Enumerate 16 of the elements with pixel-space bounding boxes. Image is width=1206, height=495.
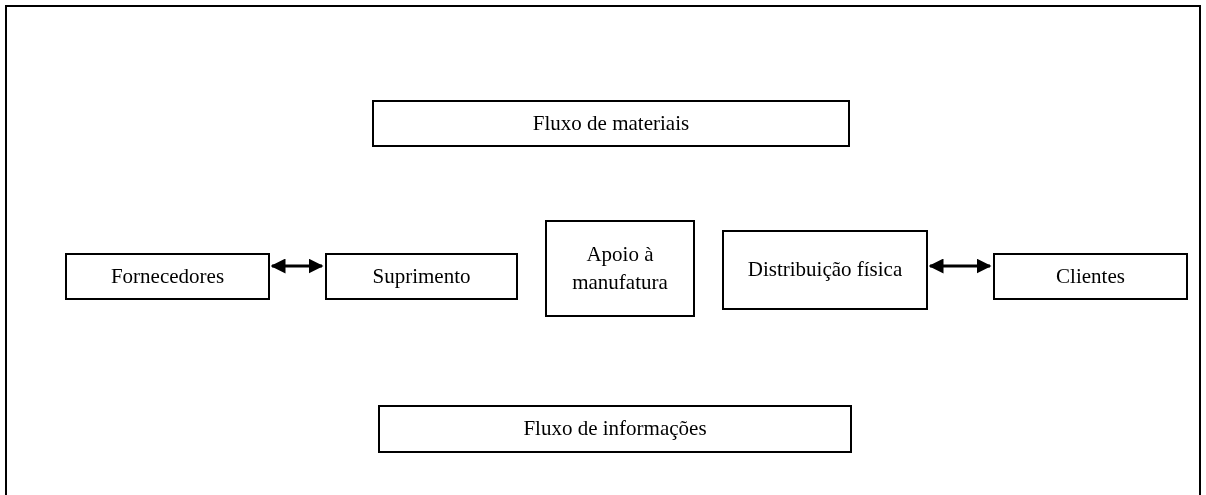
- box-label: Fluxo de informações: [523, 415, 707, 443]
- double-arrow: [270, 258, 324, 274]
- box-label: Suprimento: [372, 262, 471, 290]
- double-arrow: [928, 258, 992, 274]
- box-label: Apoio à manufatura: [571, 241, 669, 296]
- box-label: Fluxo de materiais: [532, 109, 690, 137]
- process-box: [993, 253, 1188, 300]
- process-box: [378, 405, 852, 453]
- process-box: [722, 230, 928, 310]
- process-box: [325, 253, 518, 300]
- box-label: Clientes: [1056, 262, 1125, 290]
- process-box: [372, 100, 850, 147]
- process-box: [65, 253, 270, 300]
- box-label: Distribuição física: [747, 256, 903, 284]
- process-box: [545, 220, 695, 317]
- box-label: Fornecedores: [110, 262, 225, 290]
